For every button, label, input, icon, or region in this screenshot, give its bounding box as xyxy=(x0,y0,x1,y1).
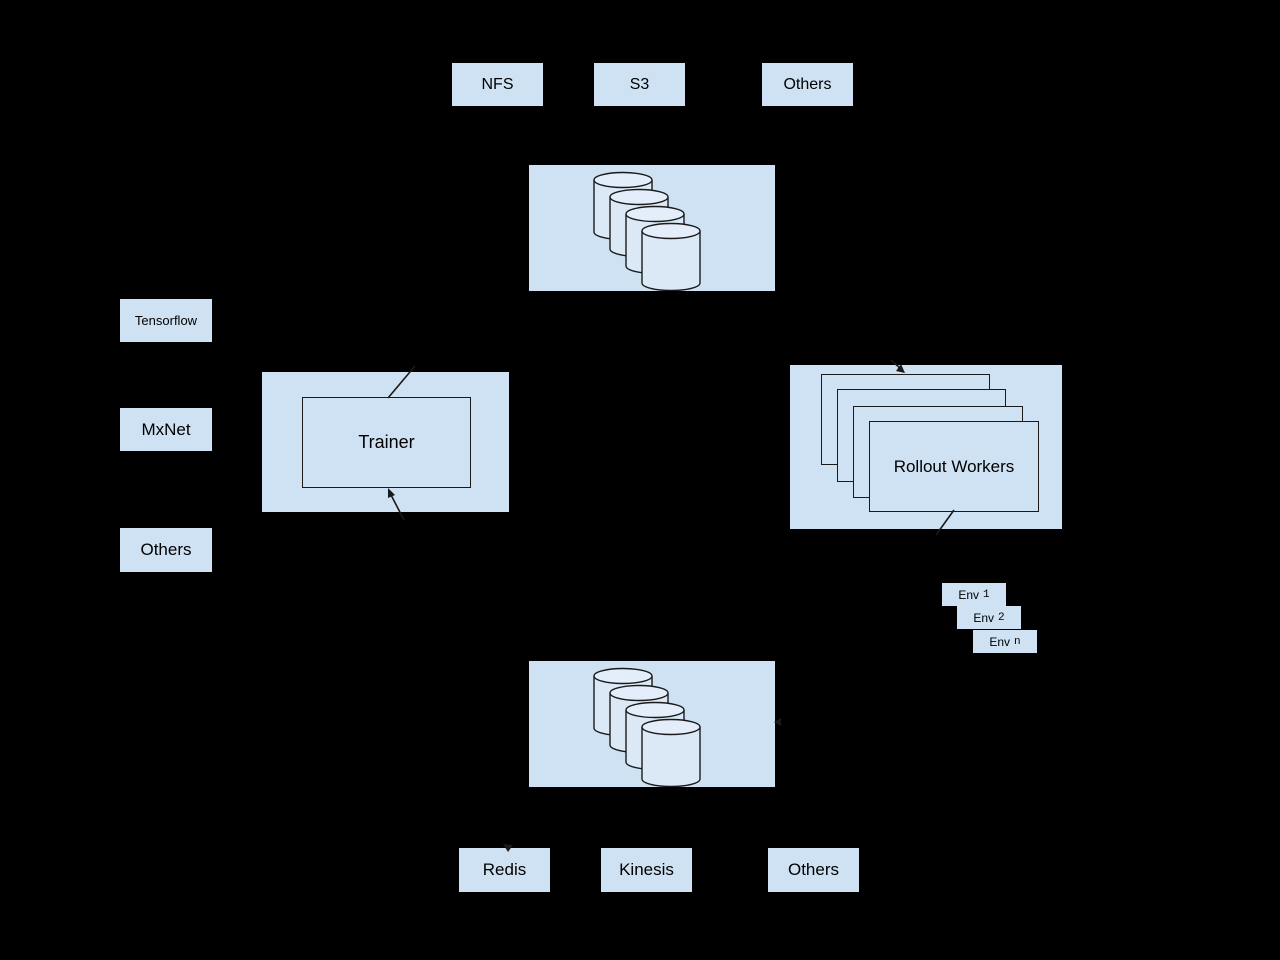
env-node-1: Env 1 xyxy=(942,583,1006,606)
trainer-group: Trainer xyxy=(262,372,509,512)
env-name: Env xyxy=(989,634,1011,649)
node-kinesis: Kinesis xyxy=(601,848,692,892)
node-others-left: Others xyxy=(120,528,212,572)
rollout-workers-label: Rollout Workers xyxy=(893,456,1015,476)
node-tensorflow: Tensorflow xyxy=(120,299,212,342)
env-node-2: Env 2 xyxy=(957,606,1021,629)
env-node-n: Env n xyxy=(973,630,1037,653)
rollout-workers-node: Rollout Workers xyxy=(869,421,1039,512)
rollout-workers-group: Rollout Workers xyxy=(790,365,1062,529)
node-tensorflow-label: Tensorflow xyxy=(134,313,198,328)
env-index: 2 xyxy=(998,611,1005,624)
node-redis: Redis xyxy=(459,848,550,892)
node-others-top-label: Others xyxy=(783,75,832,93)
node-others-bottom: Others xyxy=(768,848,859,892)
node-mxnet: MxNet xyxy=(120,408,212,451)
node-others-left-label: Others xyxy=(140,540,192,559)
env-name: Env xyxy=(958,587,980,602)
database-cylinders-icon xyxy=(593,667,701,787)
node-nfs: NFS xyxy=(452,63,543,106)
database-cylinders-icon xyxy=(593,171,701,291)
node-s3-label: S3 xyxy=(629,75,650,93)
node-others-bottom-label: Others xyxy=(787,860,840,879)
cylinder-icon xyxy=(641,222,701,291)
env-index: 1 xyxy=(983,588,990,601)
model-storage-node xyxy=(529,165,775,291)
env-index: n xyxy=(1014,635,1021,648)
node-redis-label: Redis xyxy=(482,860,527,879)
data-storage-node xyxy=(529,661,775,787)
trainer-label: Trainer xyxy=(358,432,415,452)
node-others-top: Others xyxy=(762,63,853,106)
node-s3: S3 xyxy=(594,63,685,106)
node-nfs-label: NFS xyxy=(481,75,514,93)
trainer-node: Trainer xyxy=(302,397,471,488)
node-mxnet-label: MxNet xyxy=(141,419,191,439)
data-storage-incoming-arrowhead xyxy=(774,718,781,726)
env-name: Env xyxy=(973,610,995,625)
node-kinesis-label: Kinesis xyxy=(619,860,674,879)
cylinder-icon xyxy=(641,718,701,787)
